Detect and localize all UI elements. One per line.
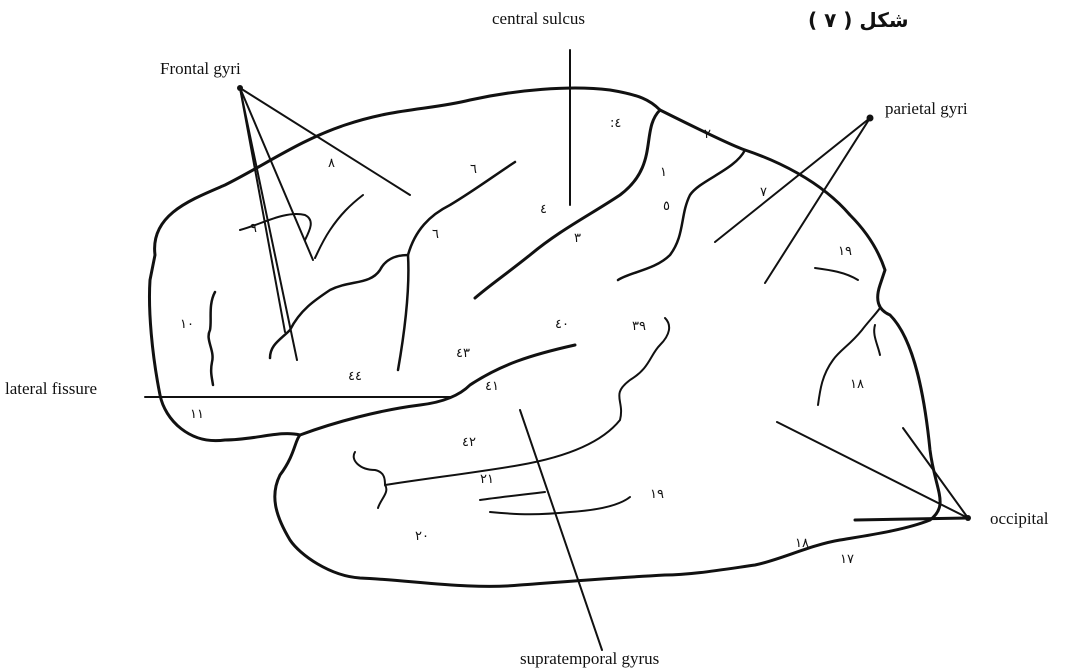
superior-temporal-sulcus (384, 317, 671, 486)
inferior-temporal-sulcus (479, 491, 546, 501)
frontal-gyri-leader-3 (239, 87, 286, 333)
occipital-sulcus (817, 307, 881, 406)
area-21: ٢١ (480, 472, 494, 487)
intraparietal-sulcus (814, 267, 859, 281)
area-17: ١٧ (840, 552, 854, 567)
orbital-sulcus (207, 290, 217, 387)
middle-temporal-sulcus (489, 496, 631, 516)
occipital-label: occipital (990, 509, 1049, 528)
area-8: ٨ (328, 156, 335, 171)
area-19-occipital: ١٩ (838, 244, 852, 259)
area-4-top: :٤ (610, 116, 622, 131)
frontal-gyri-leader-1 (239, 87, 411, 196)
area-18-bottom: ١٨ (795, 536, 809, 551)
central-sulcus (473, 108, 662, 300)
occipital-leader-2 (902, 427, 969, 519)
frontal-gyri-label: Frontal gyri (160, 59, 241, 78)
supratemporal-gyrus-label: supratemporal gyrus (520, 649, 660, 668)
area-6-top: ٦ (470, 162, 477, 177)
occipital-leader-3 (853, 516, 970, 522)
area-19-temporal: ١٩ (650, 487, 664, 502)
figure-caption: شكل ( ٧ ) (808, 8, 909, 32)
area-42: ٤٢ (462, 435, 476, 450)
precentral-sulcus (288, 160, 517, 332)
area-1: ١ (660, 165, 667, 180)
area-10: ١٠ (180, 317, 194, 332)
area-4-mid: ٤ (540, 202, 547, 217)
supratemporal-gyrus-leader (519, 409, 603, 651)
area-40: ٤٠ (555, 317, 569, 332)
superior-frontal-sulcus (314, 194, 364, 259)
frontal-sulcus-lower (268, 328, 292, 360)
area-39: ٣٩ (632, 319, 646, 334)
brain-outline (147, 86, 942, 588)
occipital-leader-1 (776, 421, 969, 519)
area-18-occipital: ١٨ (850, 377, 864, 392)
area-41: ٤١ (485, 379, 499, 394)
frontal-gyri-leader-4 (239, 87, 298, 361)
inferior-frontal-sulcus (239, 213, 312, 241)
area-7: ٧ (760, 185, 767, 200)
parietal-gyri-leader-1 (714, 117, 871, 243)
lateral-fissure-label: lateral fissure (5, 379, 98, 398)
precentral-sulcus-branch (396, 253, 410, 372)
area-6-mid: ٦ (432, 227, 439, 242)
area-43: ٤٣ (456, 346, 470, 361)
area-9: ٩ (250, 221, 257, 236)
area-20: ٢٠ (415, 529, 429, 544)
parietal-gyri-label: parietal gyri (885, 99, 968, 118)
parietal-gyri-leader-dot (866, 114, 874, 122)
frontal-gyri-leader-2 (239, 87, 314, 261)
area-3: ٣ (574, 231, 581, 246)
central-sulcus-label: central sulcus (492, 9, 585, 28)
area-5: ٥ (663, 199, 670, 214)
postcentral-sulcus (616, 148, 747, 282)
occipital-sulcus-branch (873, 324, 881, 356)
parietal-gyri-leader-2 (764, 117, 871, 284)
lateral-fissure-sulcus (298, 343, 577, 437)
frontal-gyri-leader-dot (237, 85, 243, 91)
occipital-leader-dot (965, 515, 971, 521)
temporal-pole-sulcus (352, 451, 388, 509)
area-11: ١١ (190, 407, 204, 422)
area-44: ٤٤ (348, 369, 362, 384)
area-2: ٢ (704, 127, 711, 142)
